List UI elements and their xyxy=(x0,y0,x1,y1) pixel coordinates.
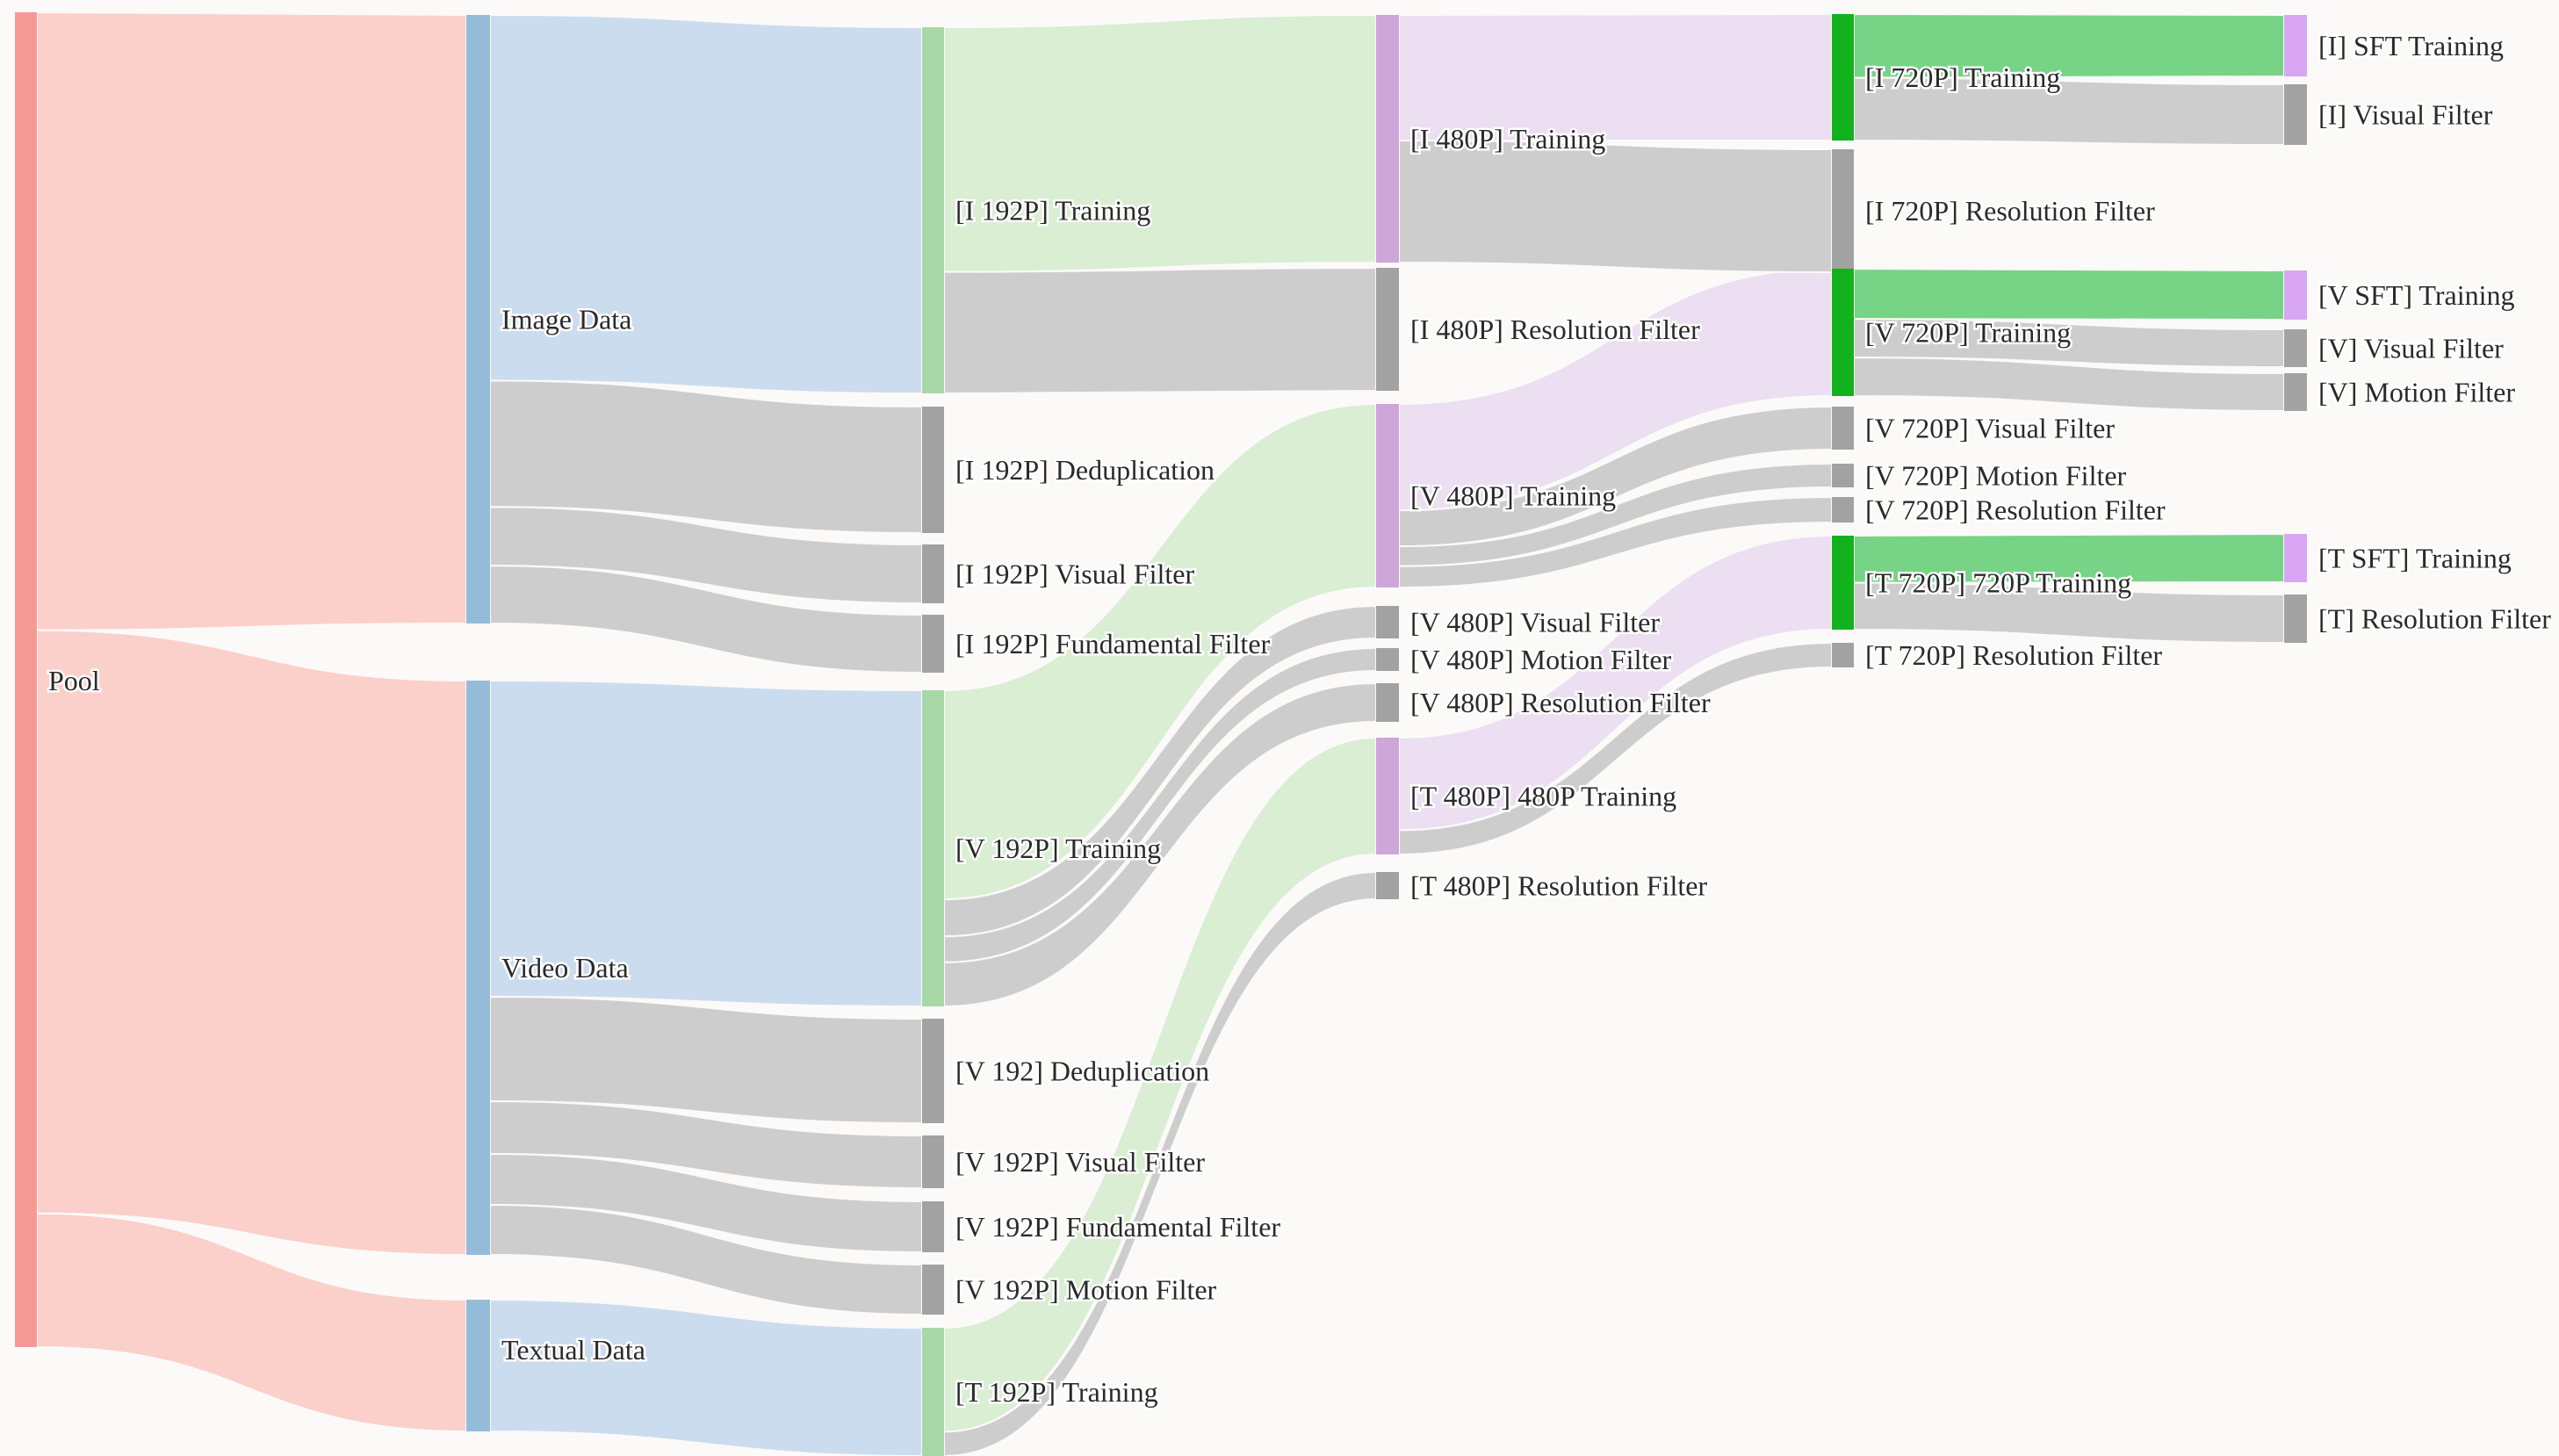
flow-i480t-i720t xyxy=(1398,12,1833,142)
flow-pool-video xyxy=(36,629,467,1257)
node-v480t xyxy=(1376,404,1399,587)
label-isft: [I] SFT Training xyxy=(2318,30,2504,61)
flow-v720t-vsft xyxy=(1853,267,2285,321)
label-i192t: [I 192P] Training xyxy=(955,195,1150,227)
label-image: Image Data xyxy=(501,304,631,335)
node-tsft xyxy=(2284,534,2307,582)
label-ivf: [I] Visual Filter xyxy=(2318,99,2493,131)
node-ivf xyxy=(2284,84,2307,145)
label-t720t: [T 720P] 720P Training xyxy=(1865,567,2131,599)
label-v192m: [V 192P] Motion Filter xyxy=(955,1274,1217,1306)
node-isft xyxy=(2284,15,2307,76)
label-v480m: [V 480P] Motion Filter xyxy=(1410,644,1672,675)
label-textual: Textual Data xyxy=(501,1334,645,1366)
node-v192t xyxy=(922,690,944,1006)
label-i192v: [I 192P] Visual Filter xyxy=(955,559,1194,590)
node-pool xyxy=(15,12,37,1347)
label-v720v: [V 720P] Visual Filter xyxy=(1865,413,2115,444)
node-v480v xyxy=(1376,606,1399,638)
flow-pool-image xyxy=(36,11,467,631)
label-video: Video Data xyxy=(501,952,629,984)
node-image xyxy=(466,15,490,623)
node-v480m xyxy=(1376,648,1399,671)
node-v192d xyxy=(922,1019,944,1123)
label-t720r: [T 720P] Resolution Filter xyxy=(1865,639,2162,671)
node-v720m xyxy=(1832,464,1854,487)
node-t480r xyxy=(1376,872,1399,899)
label-v480t: [V 480P] Training xyxy=(1410,480,1616,512)
label-t480t: [T 480P] 480P Training xyxy=(1410,781,1676,812)
node-vmf xyxy=(2284,373,2307,411)
label-v720m: [V 720P] Motion Filter xyxy=(1865,460,2127,492)
node-v720v xyxy=(1832,407,1854,450)
flow-i192t-i480r xyxy=(943,266,1377,395)
label-v480r: [V 480P] Resolution Filter xyxy=(1410,687,1711,718)
flow-v192t-v480t xyxy=(943,402,1377,901)
node-t192t xyxy=(922,1328,944,1456)
node-vvf xyxy=(2284,329,2307,367)
node-i720t xyxy=(1832,14,1854,141)
node-v720r xyxy=(1832,497,1854,523)
label-i480t: [I 480P] Training xyxy=(1410,123,1605,155)
label-vvf: [V] Visual Filter xyxy=(2318,333,2504,364)
node-textual xyxy=(466,1300,490,1431)
label-tsft: [T SFT] Training xyxy=(2318,543,2512,574)
node-video xyxy=(466,681,490,1255)
node-i192d xyxy=(922,407,944,533)
node-i192v xyxy=(922,544,944,603)
node-t720t xyxy=(1832,536,1854,630)
label-v192v: [V 192P] Visual Filter xyxy=(955,1146,1205,1178)
node-i192f xyxy=(922,615,944,673)
node-i480t xyxy=(1376,15,1399,263)
node-t720r xyxy=(1832,643,1854,667)
label-i192d: [I 192P] Deduplication xyxy=(955,454,1215,486)
label-v192t: [V 192P] Training xyxy=(955,833,1161,864)
node-t480t xyxy=(1376,738,1399,854)
label-t192t: [T 192P] Training xyxy=(955,1376,1158,1408)
node-v480r xyxy=(1376,683,1399,722)
node-v192m xyxy=(922,1265,944,1315)
flow-image-i192t xyxy=(489,13,923,395)
label-v720r: [V 720P] Resolution Filter xyxy=(1865,494,2166,526)
node-v192v xyxy=(922,1135,944,1188)
node-v192f xyxy=(922,1201,944,1252)
label-pool: Pool xyxy=(48,665,100,696)
label-v720t: [V 720P] Training xyxy=(1865,317,2071,349)
node-trf xyxy=(2284,595,2307,643)
label-v192f: [V 192P] Fundamental Filter xyxy=(955,1211,1280,1243)
label-i192f: [I 192P] Fundamental Filter xyxy=(955,628,1271,660)
node-vsft xyxy=(2284,270,2307,320)
label-vmf: [V] Motion Filter xyxy=(2318,377,2515,408)
label-trf: [T] Resolution Filter xyxy=(2318,603,2551,635)
label-i480r: [I 480P] Resolution Filter xyxy=(1410,314,1700,345)
node-i192t xyxy=(922,27,944,393)
node-i480r xyxy=(1376,268,1399,391)
label-v480v: [V 480P] Visual Filter xyxy=(1410,607,1660,638)
label-vsft: [V SFT] Training xyxy=(2318,279,2514,311)
flow-textual-t192t xyxy=(489,1298,923,1456)
node-i720r xyxy=(1832,149,1854,272)
node-v720t xyxy=(1832,269,1854,396)
flow-i480t-i720r xyxy=(1398,139,1833,274)
label-i720t: [I 720P] Training xyxy=(1865,61,2060,93)
label-v192d: [V 192] Deduplication xyxy=(955,1056,1209,1087)
flow-i192t-i480t xyxy=(943,13,1377,273)
label-i720r: [I 720P] Resolution Filter xyxy=(1865,195,2155,227)
label-t480r: [T 480P] Resolution Filter xyxy=(1410,870,1707,902)
